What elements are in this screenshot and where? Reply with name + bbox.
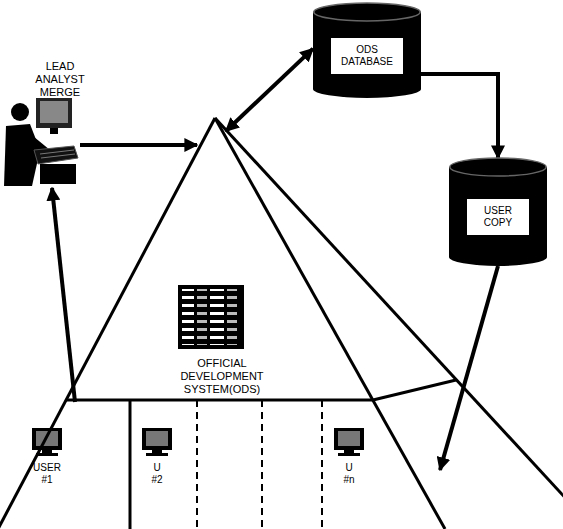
node-label: U #2: [149, 462, 165, 486]
user-copy-cylinder: USER COPY: [449, 158, 547, 266]
flow-arrow: [80, 143, 197, 147]
pyramid-outline: [0, 118, 563, 529]
user-workstation: U #n: [328, 402, 378, 526]
monitor-icon: [32, 428, 62, 456]
node-label: USER #1: [31, 462, 63, 486]
flow-arrow: [52, 188, 75, 402]
ods-panel-icon: [178, 285, 244, 349]
monitor-icon: [334, 428, 364, 456]
node-label: USER COPY: [467, 199, 529, 235]
node-label: OFFICIAL DEVELOPMENT SYSTEM(ODS): [157, 357, 287, 396]
node-label: ODS DATABASE: [331, 38, 403, 74]
user-workstation: USER #1: [28, 402, 100, 526]
database-cylinder: ODS DATABASE: [313, 3, 421, 98]
flow-arrow: [226, 49, 313, 131]
monitor-icon: [142, 428, 172, 456]
node-label: U #n: [341, 462, 357, 486]
analyst-figure: [4, 98, 78, 186]
user-workstation: U #2: [135, 402, 190, 526]
node-label: LEAD ANALYST MERGE: [32, 60, 88, 99]
flow-arrow: [421, 74, 498, 158]
lead-analyst-station: LEAD ANALYST MERGE: [0, 60, 100, 188]
ods-pyramid: OFFICIAL DEVELOPMENT SYSTEM(ODS) USER #1 U…: [0, 118, 563, 529]
flow-arrow: [440, 266, 498, 470]
